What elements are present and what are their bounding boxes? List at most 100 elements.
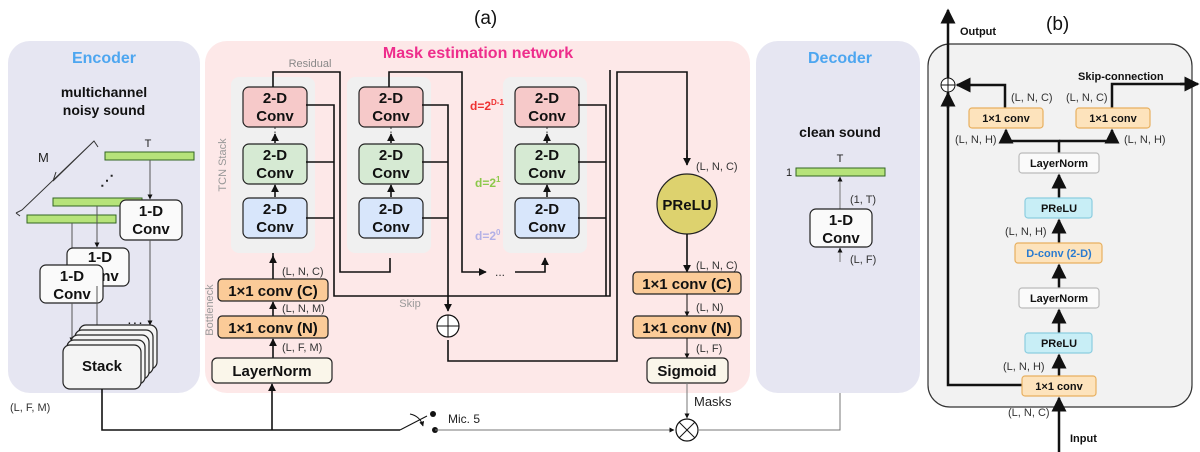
dilation-bottom: d=20 bbox=[475, 228, 501, 243]
svg-text:PReLU: PReLU bbox=[662, 197, 711, 214]
conv2d-label: Conv bbox=[528, 165, 566, 182]
mic-switch-contact-top bbox=[430, 411, 436, 417]
encoder-output-shape: (L, F, M) bbox=[10, 402, 50, 414]
conv2d-label: 2-D bbox=[535, 201, 559, 218]
svg-text:1×1 conv (C): 1×1 conv (C) bbox=[228, 283, 318, 300]
svg-text:Conv: Conv bbox=[132, 221, 170, 238]
svg-text:nv: nv bbox=[101, 268, 119, 285]
shape-lfm: (L, F, M) bbox=[282, 342, 322, 354]
svg-text:1×1 conv: 1×1 conv bbox=[1089, 113, 1137, 125]
dilation-middle: d=21 bbox=[475, 175, 501, 190]
b-shape-lnc-left: (L, N, C) bbox=[1011, 92, 1053, 104]
svg-text:Conv: Conv bbox=[822, 230, 860, 247]
svg-text:1×1 conv (N): 1×1 conv (N) bbox=[228, 320, 318, 337]
mic-label: Mic. 5 bbox=[448, 412, 480, 426]
b-layernorm-top: LayerNorm bbox=[1018, 152, 1100, 174]
shape-lnm: (L, N, M) bbox=[282, 303, 325, 315]
conv2d-label: Conv bbox=[372, 165, 410, 182]
svg-text:1-D: 1-D bbox=[139, 203, 163, 220]
svg-text:Sigmoid: Sigmoid bbox=[657, 363, 716, 380]
b-shape-input: (L, N, C) bbox=[1008, 407, 1050, 419]
panel-b-label: (b) bbox=[1046, 14, 1069, 35]
b-conv-input: 1×1 conv bbox=[1021, 375, 1097, 397]
b-prelu-bottom: PReLU bbox=[1024, 332, 1093, 354]
svg-text:1×1 conv (C): 1×1 conv (C) bbox=[642, 276, 732, 293]
b-shape-lnh-low: (L, N, H) bbox=[1003, 361, 1045, 373]
svg-text:1×1 conv: 1×1 conv bbox=[1035, 381, 1083, 393]
mask-network-background bbox=[205, 41, 750, 393]
shape-prelu-in: (L, N, C) bbox=[696, 161, 738, 173]
conv2d-label: Conv bbox=[528, 108, 566, 125]
residual-label: Residual bbox=[289, 58, 332, 70]
decoder-title: Decoder bbox=[808, 50, 872, 67]
encoder-section: Encoder multichannel noisy sound M T ⋰ 1… bbox=[8, 41, 200, 414]
input-wiring: Mic. 5 Masks bbox=[101, 187, 841, 442]
mask-network-section: Mask estimation network Residual TCN Sta… bbox=[204, 41, 750, 393]
encoder-conv-front: 1-D Conv bbox=[39, 264, 104, 304]
decoder-one-label: 1 bbox=[786, 167, 792, 179]
b-dconv: D-conv (2-D) bbox=[1014, 242, 1103, 264]
ellipsis-label: ... bbox=[495, 265, 505, 279]
conv2d-label: 2-D bbox=[263, 201, 287, 218]
wave-bar-bottom bbox=[26, 214, 117, 224]
stack-block: . . . Stack bbox=[62, 316, 158, 390]
encoder-title: Encoder bbox=[72, 50, 136, 67]
diag-dots: ⋰ bbox=[100, 172, 114, 188]
svg-text:D-conv (2-D): D-conv (2-D) bbox=[1026, 248, 1092, 260]
tcn-stack-label: TCN Stack bbox=[217, 138, 229, 192]
conv2d-label: 2-D bbox=[379, 147, 403, 164]
conv2d-label: Conv bbox=[256, 165, 294, 182]
conv2d-label: 2-D bbox=[263, 90, 287, 107]
prelu-circle: PReLU bbox=[656, 173, 718, 235]
decoder-shape-out: (1, T) bbox=[850, 194, 876, 206]
shape-ln: (L, N) bbox=[696, 302, 724, 314]
clean-wave-bar bbox=[795, 167, 886, 177]
svg-text:LayerNorm: LayerNorm bbox=[232, 363, 311, 380]
multiply-node bbox=[675, 418, 699, 442]
t-label: T bbox=[145, 138, 152, 150]
b-shape-lnh-right: (L, N, H) bbox=[1124, 134, 1166, 146]
svg-text:Conv: Conv bbox=[53, 286, 91, 303]
block-b-section: Output Skip-connection (L, N, C) (L, N, … bbox=[927, 8, 1200, 452]
svg-text:LayerNorm: LayerNorm bbox=[1030, 293, 1088, 305]
mask-network-title: Mask estimation network bbox=[383, 45, 573, 62]
panel-a-label: (a) bbox=[474, 8, 497, 29]
conv2d-label: 2-D bbox=[263, 147, 287, 164]
b-shape-lnh-mid: (L, N, H) bbox=[1005, 226, 1047, 238]
skip-connection-label: Skip-connection bbox=[1078, 71, 1164, 83]
bottleneck-label: Bottleneck bbox=[204, 284, 216, 336]
output-conv-n: 1×1 conv (N) bbox=[632, 315, 742, 339]
decoder-conv: 1-D Conv bbox=[809, 208, 873, 248]
conv2d-label: Conv bbox=[528, 219, 566, 236]
shape-prelu-out: (L, N, C) bbox=[696, 260, 738, 272]
encoder-subtitle-1: multichannel bbox=[61, 84, 147, 100]
b-shape-lnc-right: (L, N, C) bbox=[1066, 92, 1108, 104]
input-label: Input bbox=[1070, 433, 1097, 445]
output-label: Output bbox=[960, 26, 996, 38]
residual-wiring bbox=[272, 70, 688, 362]
conv2d-label: Conv bbox=[256, 219, 294, 236]
shape-lf: (L, F) bbox=[696, 343, 722, 355]
bottleneck-conv-n: 1×1 conv (N) bbox=[217, 315, 329, 339]
b-prelu-top: PReLU bbox=[1024, 197, 1093, 219]
stack-label: Stack bbox=[82, 358, 123, 375]
decoder-subtitle: clean sound bbox=[799, 124, 881, 140]
output-conv-c: 1×1 conv (C) bbox=[632, 271, 742, 295]
layernorm-block: LayerNorm bbox=[211, 357, 333, 384]
bottleneck-conv-c: 1×1 conv (C) bbox=[217, 278, 329, 302]
b-shape-lnh-left: (L, N, H) bbox=[955, 134, 997, 146]
m-bracket bbox=[15, 140, 99, 214]
b-conv-left: 1×1 conv bbox=[968, 107, 1044, 129]
conv2d-label: 2-D bbox=[379, 201, 403, 218]
svg-text:1-D: 1-D bbox=[88, 249, 112, 266]
decoder-shape-in: (L, F) bbox=[850, 254, 876, 266]
encoder-subtitle-2: noisy sound bbox=[63, 102, 145, 118]
